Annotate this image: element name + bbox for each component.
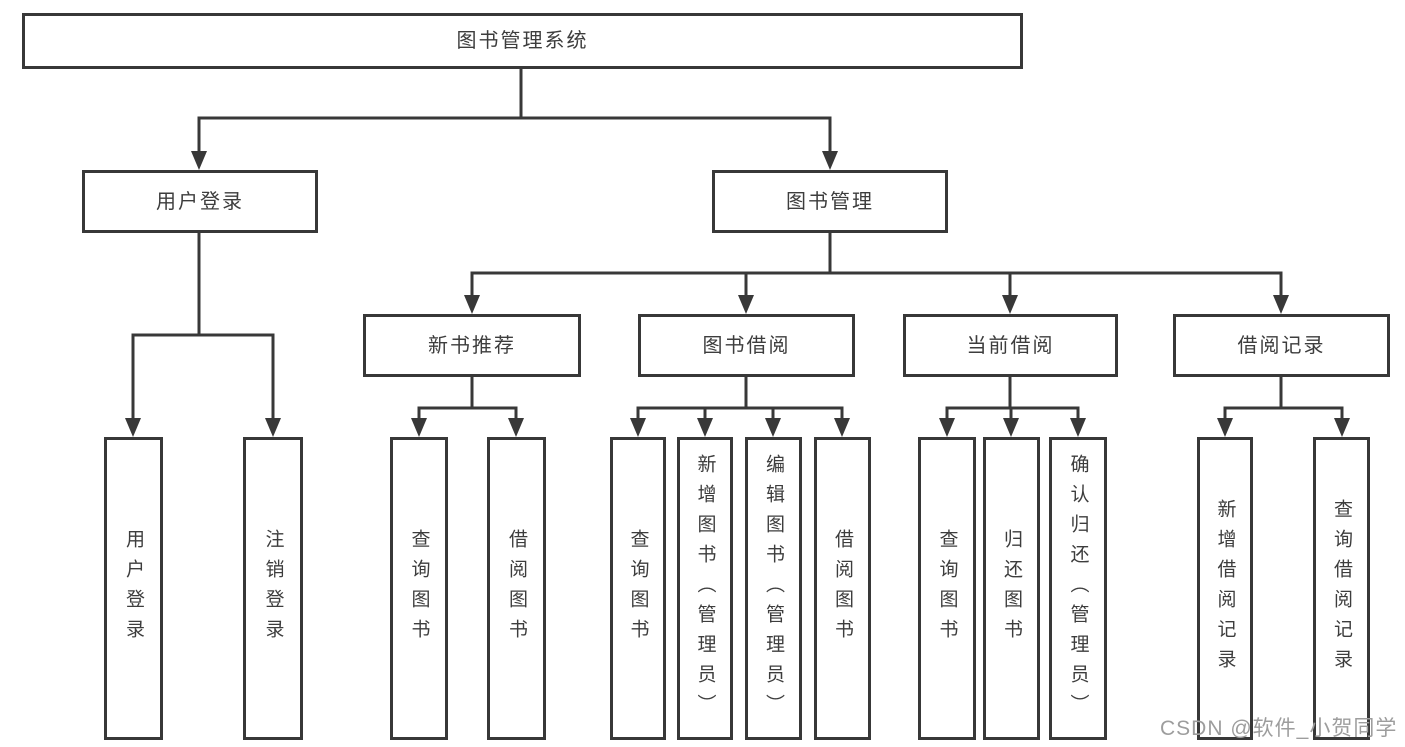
node-label: 新增图书（管理员） — [694, 453, 716, 724]
node-library-management-system: 图书管理系统 — [22, 13, 1023, 69]
node-query-books-recommend: 查询图书 — [390, 437, 448, 740]
node-borrow-books-recommend: 借阅图书 — [487, 437, 546, 740]
node-label: 确认归还（管理员） — [1067, 453, 1089, 724]
node-label: 查询借阅记录 — [1331, 498, 1352, 679]
node-label: 图书管理 — [786, 190, 874, 213]
node-label: 新增借阅记录 — [1214, 498, 1236, 679]
node-query-borrow-record: 查询借阅记录 — [1313, 437, 1370, 740]
node-label: 归还图书 — [1001, 528, 1022, 649]
node-new-book-recommendation: 新书推荐 — [363, 314, 581, 377]
node-label: 用户登录 — [123, 528, 144, 649]
node-user-login: 用户登录 — [104, 437, 163, 740]
node-label: 查询图书 — [627, 528, 649, 649]
node-label: 图书借阅 — [702, 334, 791, 357]
node-label: 查询图书 — [936, 528, 958, 649]
node-query-books-borrowing: 查询图书 — [610, 437, 666, 740]
node-label: 借阅图书 — [506, 528, 527, 649]
node-book-borrowing: 图书借阅 — [638, 314, 855, 377]
node-query-books-current: 查询图书 — [918, 437, 976, 740]
node-book-management: 图书管理 — [712, 170, 948, 233]
node-current-borrowing: 当前借阅 — [903, 314, 1118, 377]
node-user-login-branch: 用户登录 — [82, 170, 318, 233]
node-label: 新书推荐 — [428, 334, 516, 357]
node-confirm-return-admin: 确认归还（管理员） — [1049, 437, 1107, 740]
node-edit-book-admin: 编辑图书（管理员） — [745, 437, 802, 740]
node-label: 注销登录 — [262, 528, 284, 649]
node-label: 图书管理系统 — [456, 30, 589, 52]
node-label: 借阅图书 — [832, 528, 853, 649]
node-add-book-admin: 新增图书（管理员） — [677, 437, 733, 740]
node-label: 借阅记录 — [1237, 334, 1326, 357]
csdn-watermark: CSDN @软件_小贺同学 — [1160, 717, 1398, 740]
node-borrow-books-borrowing: 借阅图书 — [814, 437, 871, 740]
node-logout: 注销登录 — [243, 437, 303, 740]
node-label: 当前借阅 — [966, 334, 1055, 357]
node-borrowing-records: 借阅记录 — [1173, 314, 1390, 377]
node-label: 用户登录 — [156, 190, 244, 213]
node-label: 查询图书 — [408, 528, 430, 649]
node-return-books: 归还图书 — [983, 437, 1040, 740]
node-label: 编辑图书（管理员） — [763, 453, 784, 724]
node-add-borrow-record: 新增借阅记录 — [1197, 437, 1253, 740]
